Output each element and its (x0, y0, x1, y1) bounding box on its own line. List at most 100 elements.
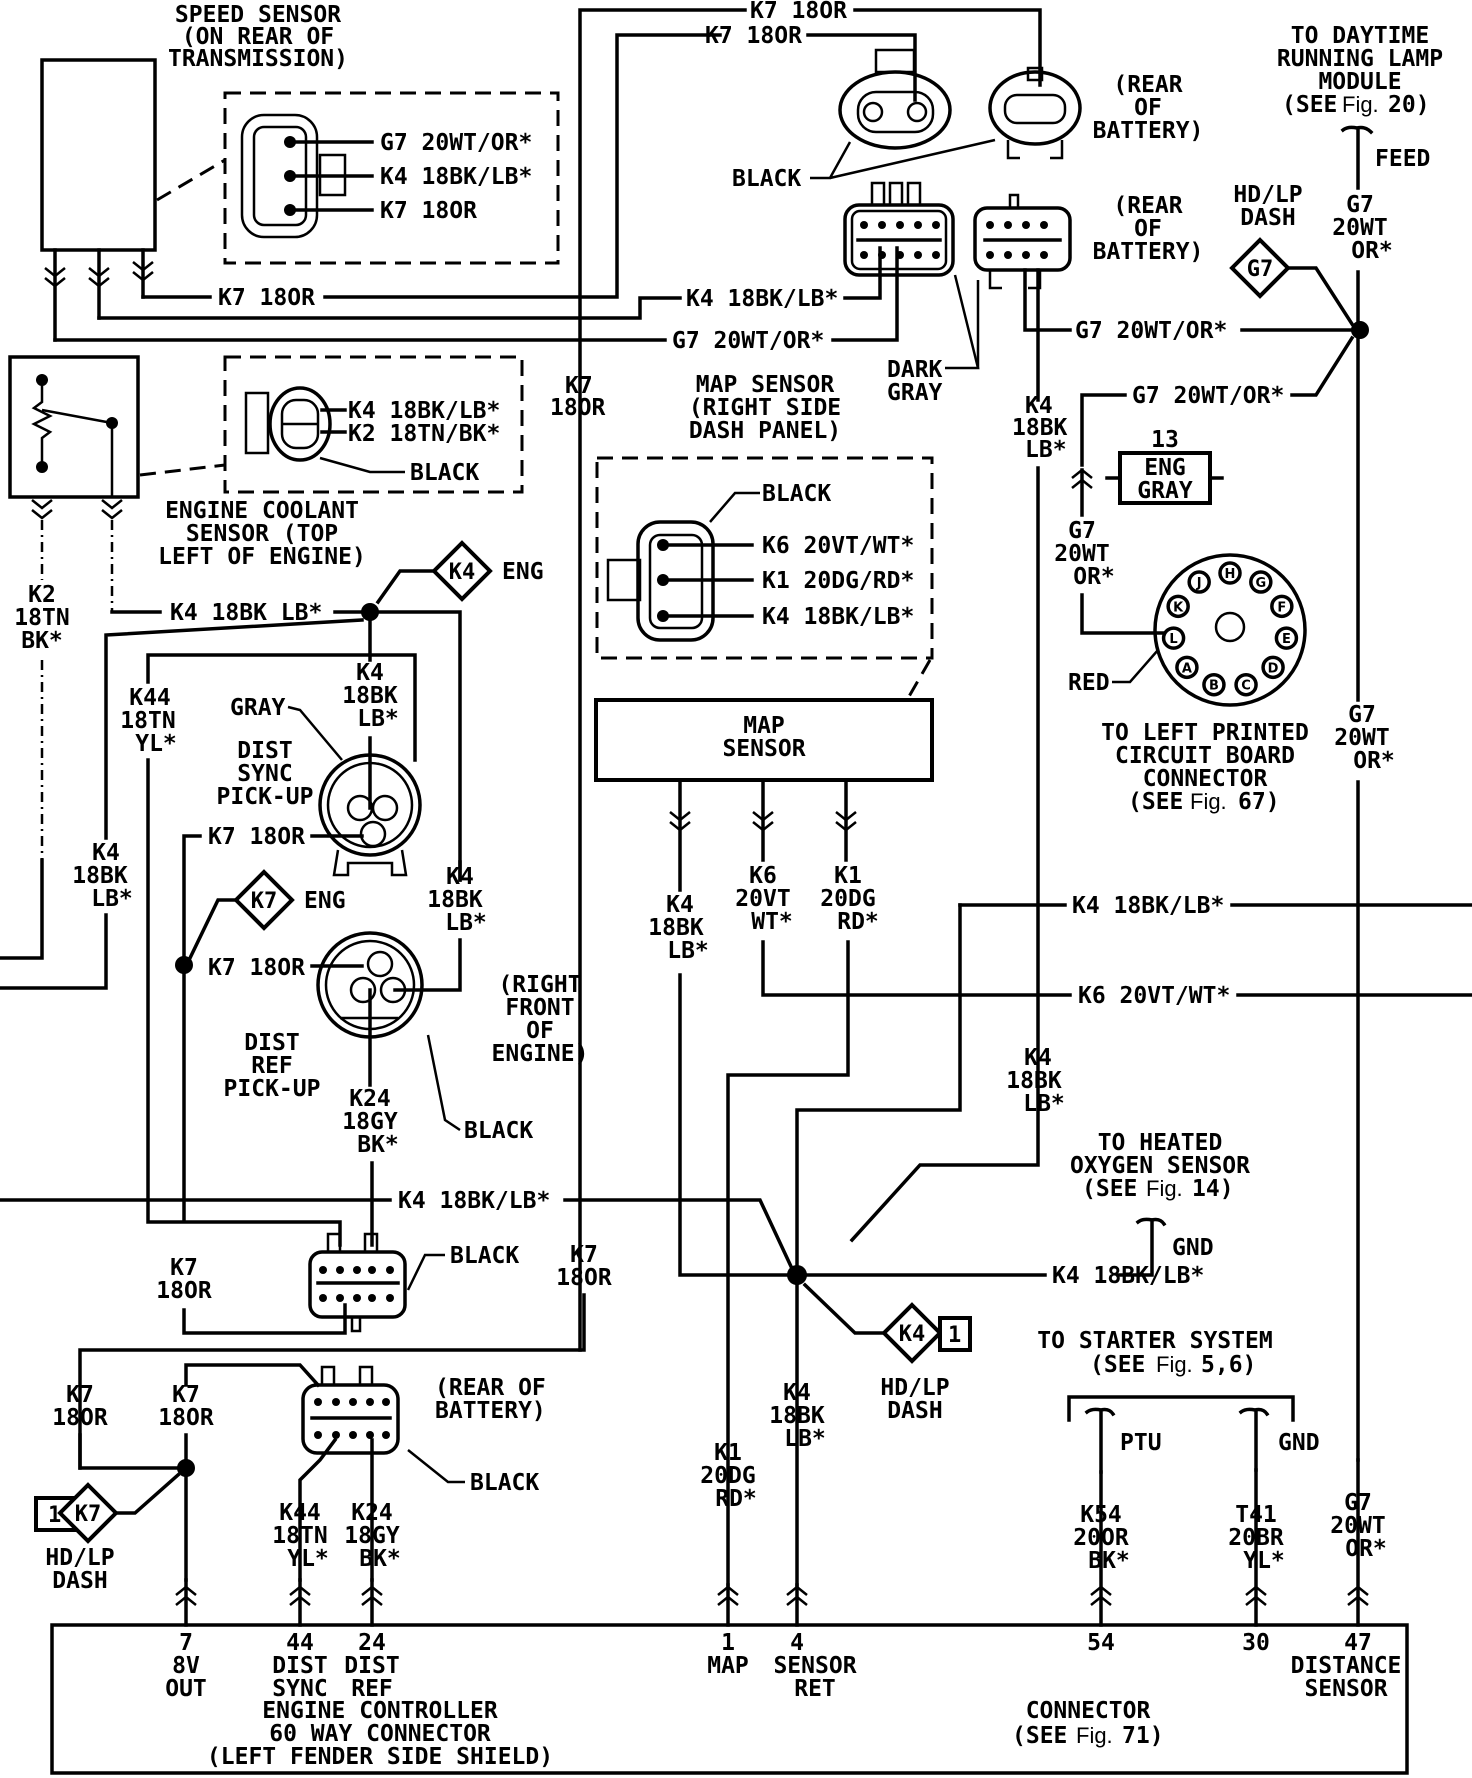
eng-gray-connector[interactable]: 13 ENG GRAY (1105, 427, 1224, 505)
k7-hdlp-id: K7 (75, 1502, 102, 1527)
dist-ref-loc-4: ENGINE) (492, 1041, 589, 1067)
o2-fig: Fig. (1146, 1176, 1183, 1201)
drl-see: (SEE (1282, 92, 1337, 118)
battery-loc-1a: (REAR (1113, 72, 1182, 98)
coolant-sensor-body (8, 355, 140, 499)
dist-sync-pickup[interactable] (318, 753, 422, 877)
coolant-pin-k4: K4 18BK/LB* (348, 398, 500, 424)
map-title-2: (RIGHT SIDE (689, 395, 841, 421)
ecu-wire-label-4-0: K4 (783, 1380, 811, 1406)
ecu-pin-num-24: 24 (358, 1630, 386, 1656)
drl-feed-label: FEED (1375, 146, 1430, 172)
drl-fig: Fig. (1342, 92, 1379, 117)
ecu-wire-label-30-0: T41 (1235, 1502, 1277, 1528)
k7-conn2-2: 18OR (556, 1265, 612, 1291)
ecu-pin-num-7: 7 (179, 1630, 193, 1656)
distributor-10pin-connector[interactable] (308, 1232, 407, 1333)
k7-hdlp-splice[interactable]: 1 K7 (34, 1482, 119, 1544)
k44-label-3: YL* (135, 731, 177, 757)
k7-hdlp-label-1: HD/LP (45, 1545, 114, 1571)
k4-left-1: K4 (92, 840, 120, 866)
pcb-title-2: CIRCUIT BOARD (1115, 743, 1295, 769)
ecu-right-see: (SEE (1012, 1723, 1067, 1749)
speed-sensor[interactable]: SPEED SENSOR (ON REAR OF TRANSMISSION) G… (40, 2, 560, 342)
wire-label-g7-eng: G7 20WT/OR* (1132, 383, 1284, 409)
k7-conn2-1: K7 (570, 1242, 598, 1268)
k4-bat-v-3: LB* (1025, 437, 1067, 463)
starter-ptu-label: PTU (1120, 1430, 1162, 1456)
g7-eng-v-2: 20WT (1054, 541, 1109, 567)
k7-hdlp-label-2: DASH (52, 1568, 107, 1594)
ecu-pin-num-4: 4 (790, 1630, 804, 1656)
pcb-pin-label-g: G (1255, 576, 1266, 591)
wire-label-k7-vert-1: K7 (565, 373, 593, 399)
battery-loc-2a: (REAR (1113, 193, 1182, 219)
map-box-label-1: MAP (743, 713, 785, 739)
speed-sensor-title-3: TRANSMISSION) (168, 46, 348, 72)
pcb-pin-label-e: E (1282, 632, 1291, 647)
ecu-pin-name-44-1: SYNC (272, 1676, 327, 1702)
ecu-wire-label-54-0: K54 (1080, 1502, 1122, 1528)
dist-ref-black: BLACK (464, 1118, 533, 1144)
ecu-wire-label-4-2: LB* (784, 1426, 826, 1452)
speed-pin-k7: K7 18OR (380, 198, 477, 224)
ecu-wire-label-47-0: G7 (1344, 1490, 1372, 1516)
wire-label-k4-horiz: K4 18BK/LB* (398, 1188, 550, 1214)
ecu-wire-label-1-0: K1 (714, 1440, 742, 1466)
battery-loc-lower-2: BATTERY) (435, 1398, 546, 1424)
battery-lower-black: BLACK (470, 1470, 539, 1496)
k4-ref-1: K4 (446, 864, 474, 890)
map-sensor-box[interactable]: MAP SENSOR (594, 698, 934, 782)
k24-label-3: BK* (357, 1132, 399, 1158)
k6-map-1: K6 (749, 863, 777, 889)
o2-see: (SEE (1082, 1176, 1137, 1202)
g7-eng-v-3: OR* (1073, 564, 1115, 590)
pcb-pin-label-f: F (1277, 600, 1286, 615)
k4-eng-splice-diamond[interactable]: K4 (431, 540, 493, 602)
pcb-pin-k (1166, 594, 1190, 619)
starter-fig-num: 5,6) (1201, 1352, 1256, 1378)
k6-map-2: 20VT (735, 886, 790, 912)
coolant-sensor[interactable] (8, 355, 140, 499)
coolant-title-2: SENSOR (TOP (186, 521, 338, 547)
battery-10pin-connector-lower[interactable] (301, 1365, 400, 1455)
o2-title-1: TO HEATED (1098, 1130, 1223, 1156)
k4-sync-1: K4 (356, 660, 384, 686)
eng-connector-label-1: ENG (1144, 455, 1186, 481)
pcb-pin-b (1202, 672, 1226, 697)
ecu-right-fig-num: 71) (1122, 1723, 1164, 1749)
map-pin-k1: K1 20DG/RD* (762, 568, 914, 594)
k2-label-1: K2 (28, 582, 56, 608)
k4-mid-3: LB* (1023, 1091, 1065, 1117)
ecu-connector-icon-24 (361, 1585, 383, 1606)
k7-eng-splice-diamond[interactable]: K7 (233, 869, 295, 931)
coolant-connector-box (223, 355, 524, 494)
ecu-title-1: ENGINE CONTROLLER (262, 1698, 498, 1724)
pcb-pin-a (1175, 655, 1199, 680)
pcb-title-3: CONNECTOR (1143, 766, 1268, 792)
battery-connector-10pin-left[interactable] (843, 181, 955, 277)
starter-ptu-terminal-icon (1084, 1407, 1116, 1474)
coolant-title-3: LEFT OF ENGINE) (158, 544, 366, 570)
pcb-see: (SEE (1128, 789, 1183, 815)
k4-hdlp-splice[interactable]: K4 1 (881, 1302, 972, 1364)
k44-label-1: K44 (129, 685, 171, 711)
drl-feed-terminal-icon (1340, 125, 1374, 190)
k4-bat-v-1: K4 (1025, 393, 1053, 419)
battery-connector-2pin-left[interactable] (838, 48, 952, 150)
wire-label-k7-vert-2: 18OR (550, 395, 606, 421)
g7-splice-diamond[interactable]: G7 (1229, 237, 1291, 299)
black-label-top: BLACK (732, 166, 801, 192)
battery-connector-2pin-right[interactable] (988, 66, 1082, 160)
battery-loc-1c: BATTERY) (1093, 118, 1204, 144)
battery-loc-2b: OF (1134, 216, 1162, 242)
k7-left2-2: 18OR (158, 1405, 214, 1431)
k4-hdlp-splice-node (787, 1265, 807, 1285)
battery-connector-10pin-right[interactable] (973, 193, 1072, 290)
ecu-pin-name-24-1: REF (351, 1676, 393, 1702)
k4-mid-1: K4 (1024, 1045, 1052, 1071)
g7-top-2: 20WT (1332, 215, 1387, 241)
g7-eng-v-1: G7 (1068, 518, 1096, 544)
speed-pin-g7: G7 20WT/OR* (380, 130, 532, 156)
